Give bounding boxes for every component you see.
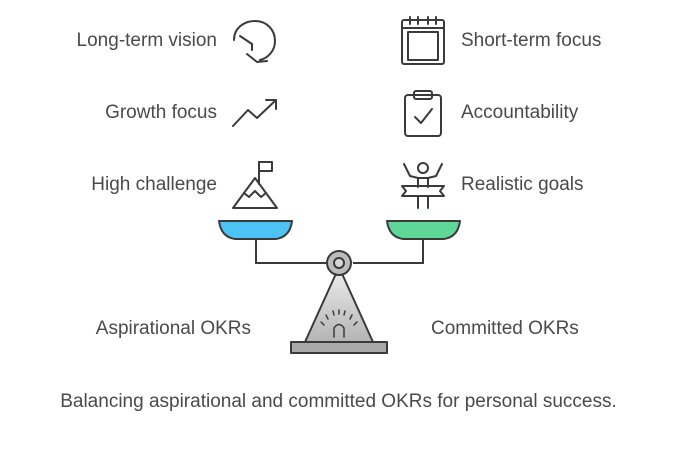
winner-podium-icon [401,162,445,209]
scale-base [304,266,374,343]
label-committed-okrs: Committed OKRs [431,318,579,339]
label-realistic-goals: Realistic goals [461,174,584,195]
calendar-icon [401,16,445,65]
label-accountability: Accountability [461,102,579,123]
scale-gauge [320,309,358,338]
label-aspirational-okrs: Aspirational OKRs [95,318,251,339]
mountain-flag-icon [232,161,278,209]
refresh-arrow-icon [233,20,276,63]
clipboard-check-icon [404,90,442,137]
scale-arm-right [353,237,424,264]
scale-arm-left [255,237,326,264]
scale-foot [290,341,388,354]
scale-pan-left [218,220,293,240]
trend-up-icon [232,99,277,127]
label-high-challenge: High challenge [91,174,217,195]
label-short-term-focus: Short-term focus [461,30,602,51]
balance-scale [218,220,461,354]
scale-pan-right [386,220,461,240]
label-growth-focus: Growth focus [105,102,217,123]
label-long-term-vision: Long-term vision [76,30,217,51]
diagram-caption: Balancing aspirational and committed OKR… [60,391,617,412]
